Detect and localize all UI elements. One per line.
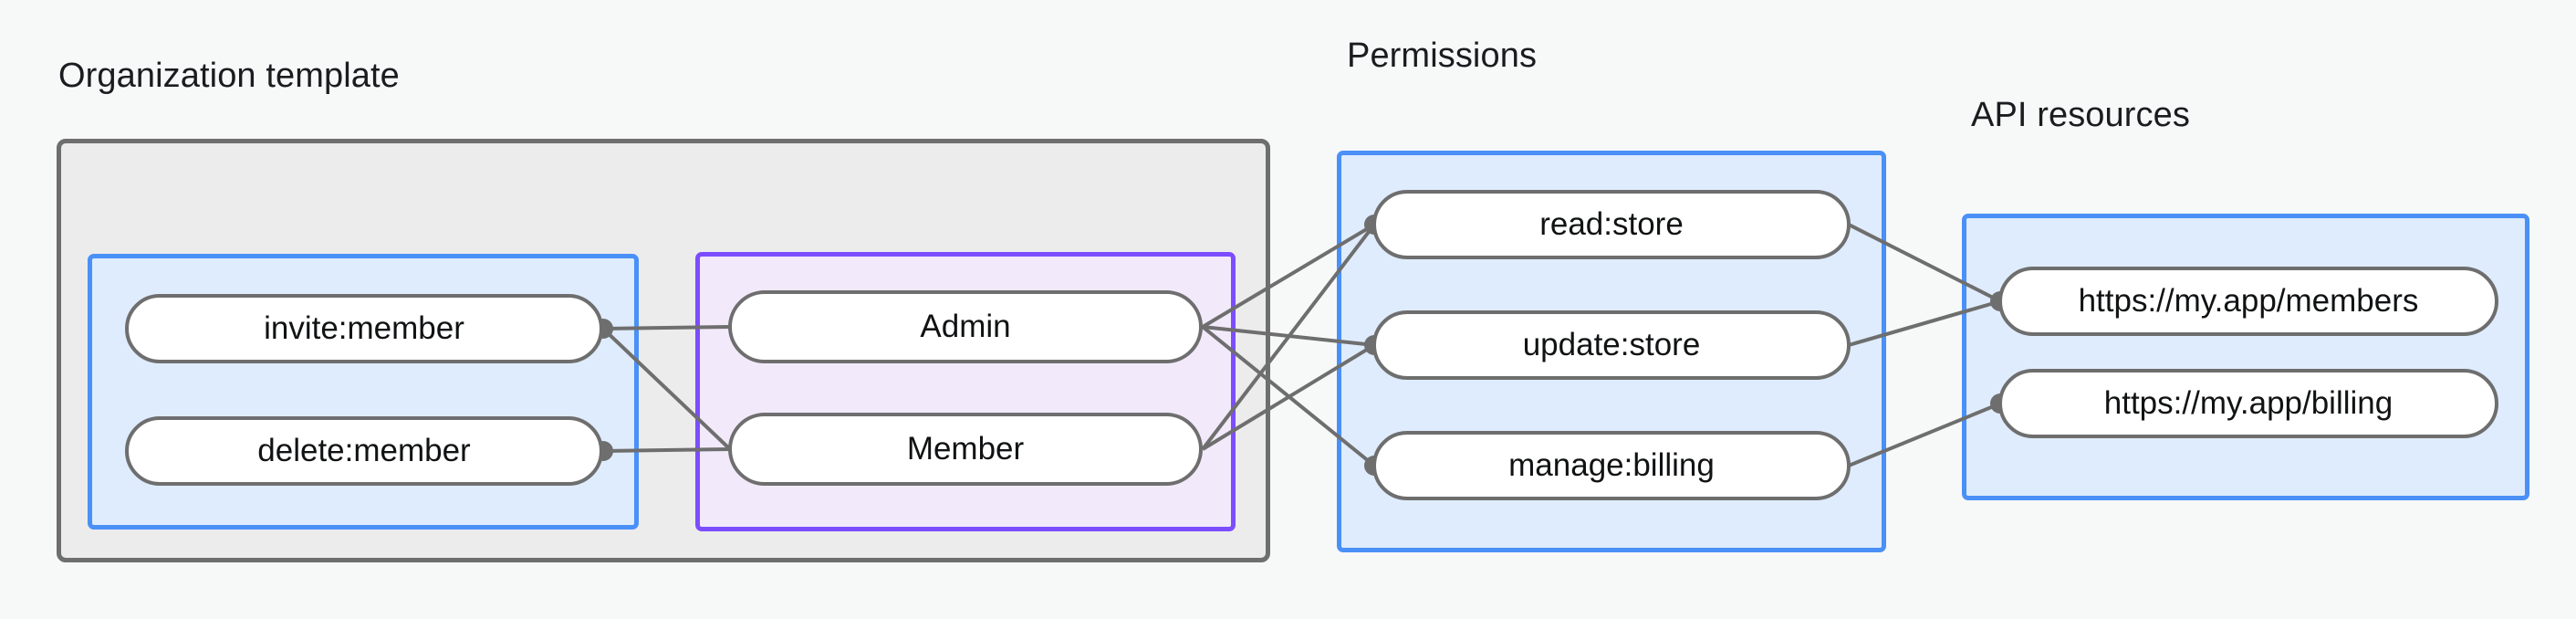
group-api-resources — [1962, 214, 2529, 500]
node-member[interactable]: Member — [728, 413, 1203, 486]
group-label-organization-template: Organization template — [58, 57, 400, 95]
node-api-billing[interactable]: https://my.app/billing — [1998, 369, 2498, 438]
node-api-members[interactable]: https://my.app/members — [1998, 267, 2498, 336]
group-label-permissions: Permissions — [1347, 37, 1538, 75]
node-manage-billing[interactable]: manage:billing — [1372, 431, 1851, 500]
node-read-store[interactable]: read:store — [1372, 190, 1851, 259]
node-invite-member[interactable]: invite:member — [125, 294, 603, 363]
node-update-store[interactable]: update:store — [1372, 310, 1851, 380]
node-delete-member[interactable]: delete:member — [125, 416, 603, 486]
group-label-api-resources: API resources — [1971, 96, 2190, 134]
node-admin[interactable]: Admin — [728, 290, 1203, 363]
